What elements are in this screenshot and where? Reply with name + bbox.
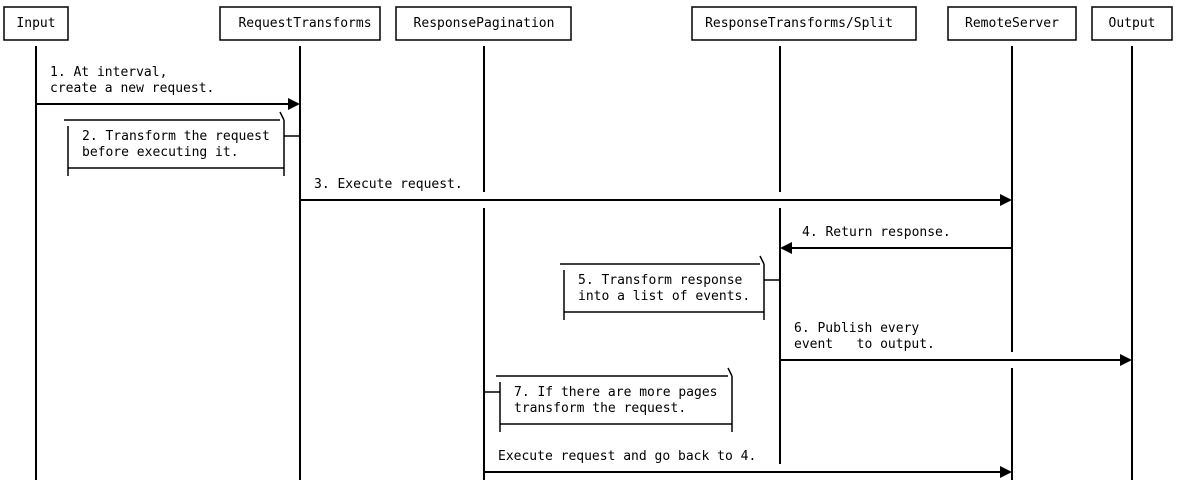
message-8-arrowhead bbox=[1000, 466, 1012, 478]
participant-request-transforms: RequestTransforms bbox=[219, 6, 381, 41]
message-1-line-1: 1. At interval, bbox=[50, 65, 167, 80]
participant-label-response-transforms: ResponseTransforms/Split bbox=[705, 16, 893, 31]
message-1-line-2: create a new request. bbox=[50, 81, 214, 96]
participant-label-response-pagination: ResponsePagination bbox=[414, 16, 555, 31]
message-1-arrowhead bbox=[288, 98, 300, 110]
participant-response-transforms: ResponseTransforms/Split bbox=[691, 6, 917, 41]
note-7: 7. If there are more pages transform the… bbox=[484, 367, 733, 432]
message-6: 6. Publish every event to output. bbox=[780, 321, 1132, 366]
message-4: 4. Return response. bbox=[780, 225, 1012, 254]
lifelines bbox=[35, 46, 1133, 480]
message-4-line-1: 4. Return response. bbox=[802, 225, 951, 240]
participant-label-request-transforms: RequestTransforms bbox=[238, 16, 371, 31]
note-5: 5. Transform response into a list of eve… bbox=[560, 255, 780, 320]
participant-label-output: Output bbox=[1109, 16, 1156, 31]
note-5-line-2: into a list of events. bbox=[578, 289, 750, 304]
message-1: 1. At interval, create a new request. bbox=[36, 65, 300, 110]
message-8: Execute request and go back to 4. bbox=[484, 449, 1012, 478]
participant-label-input: Input bbox=[16, 16, 55, 31]
message-3-line-1: 3. Execute request. bbox=[314, 177, 463, 192]
message-3-arrowhead bbox=[1000, 194, 1012, 206]
participant-input: Input bbox=[3, 6, 69, 41]
note-2-line-1: 2. Transform the request bbox=[82, 129, 270, 144]
message-6-arrowhead bbox=[1120, 354, 1132, 366]
participant-label-remote-server: RemoteServer bbox=[965, 16, 1059, 31]
note-5-line-1: 5. Transform response bbox=[578, 273, 743, 288]
note-2: 2. Transform the request before executin… bbox=[64, 111, 300, 176]
message-3: 3. Execute request. bbox=[300, 177, 1012, 206]
note-2-line-2: before executing it. bbox=[82, 145, 239, 160]
message-8-line-1: Execute request and go back to 4. bbox=[498, 449, 756, 464]
message-6-line-1: 6. Publish every bbox=[794, 321, 919, 336]
participant-response-pagination: ResponsePagination bbox=[395, 6, 572, 41]
participant-output: Output bbox=[1091, 6, 1173, 41]
message-6-line-2: event to output. bbox=[794, 337, 935, 352]
message-4-arrowhead bbox=[780, 242, 792, 254]
note-7-line-2: transform the request. bbox=[514, 401, 686, 416]
note-7-line-1: 7. If there are more pages bbox=[514, 385, 718, 400]
participant-remote-server: RemoteServer bbox=[947, 6, 1077, 41]
